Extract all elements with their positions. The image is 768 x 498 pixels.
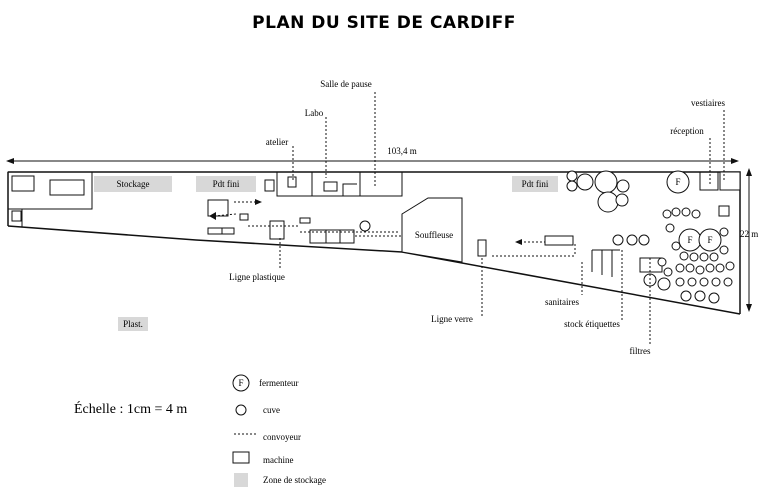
label-labo: Labo (305, 108, 324, 118)
legend: F fermenteur cuve convoyeur machine Zone… (232, 374, 326, 487)
svg-text:F: F (675, 177, 680, 187)
label-sanitaires: sanitaires (545, 297, 579, 307)
svg-text:F: F (687, 235, 692, 245)
fermenteur-icon (232, 374, 250, 392)
length-dimension: 103,4 m (6, 146, 739, 164)
zone-pdt-fini-left-label: Pdt fini (213, 179, 240, 189)
legend-machine-label: machine (263, 455, 294, 465)
legend-cuve-label: cuve (263, 405, 280, 415)
zone-plast (118, 317, 148, 331)
label-stock-etiquettes: stock étiquettes (564, 319, 620, 329)
svg-text:F: F (238, 378, 243, 388)
souffleuse-machine (401, 197, 463, 263)
cuves-top-cluster (566, 170, 630, 213)
fermenteur-icon (698, 228, 722, 252)
label-ligne-verre: Ligne verre (431, 314, 473, 324)
length-label: 103,4 m (387, 146, 417, 156)
cuve-icon (235, 404, 247, 416)
zone-pdt-fini-right-label: Pdt fini (522, 179, 549, 189)
zone-pdt-fini-left (196, 176, 256, 192)
left-storage-rooms (7, 171, 93, 227)
width-dimension: 22 m (740, 168, 758, 312)
zone-stockage (94, 176, 172, 192)
service-area (591, 234, 663, 277)
label-vestiaires: vestiaires (691, 98, 725, 108)
label-salle-de-pause: Salle de pause (320, 79, 371, 89)
ligne-verre-machines (477, 235, 576, 257)
label-reception: réception (670, 126, 704, 136)
scale-text: Échelle : 1cm = 4 m (74, 400, 187, 417)
zone-plast-label: Plast. (123, 319, 143, 329)
zone-stockage-label: Stockage (117, 179, 150, 189)
zone-pdt-fini-right (512, 176, 558, 192)
legend-convoyeur-label: convoyeur (263, 432, 301, 442)
ligne-plastique-machines (207, 199, 402, 244)
fermenteur-icon (666, 170, 690, 194)
svg-text:F: F (707, 235, 712, 245)
label-atelier: atelier (266, 137, 288, 147)
zone-stockage-icon (234, 473, 248, 487)
width-label: 22 m (740, 229, 758, 239)
label-ligne-plastique: Ligne plastique (229, 272, 285, 282)
label-filtres: filtres (630, 346, 651, 356)
office-block (264, 172, 403, 197)
legend-zone-label: Zone de stockage (263, 475, 326, 485)
leader-lines (279, 92, 725, 345)
label-souffleuse: Souffleuse (415, 230, 453, 240)
fermentation-area: F F F (643, 170, 741, 304)
machine-icon (232, 451, 250, 464)
plan-title: PLAN DU SITE DE CARDIFF (252, 13, 516, 33)
legend-fermenteur-label: fermenteur (259, 378, 298, 388)
